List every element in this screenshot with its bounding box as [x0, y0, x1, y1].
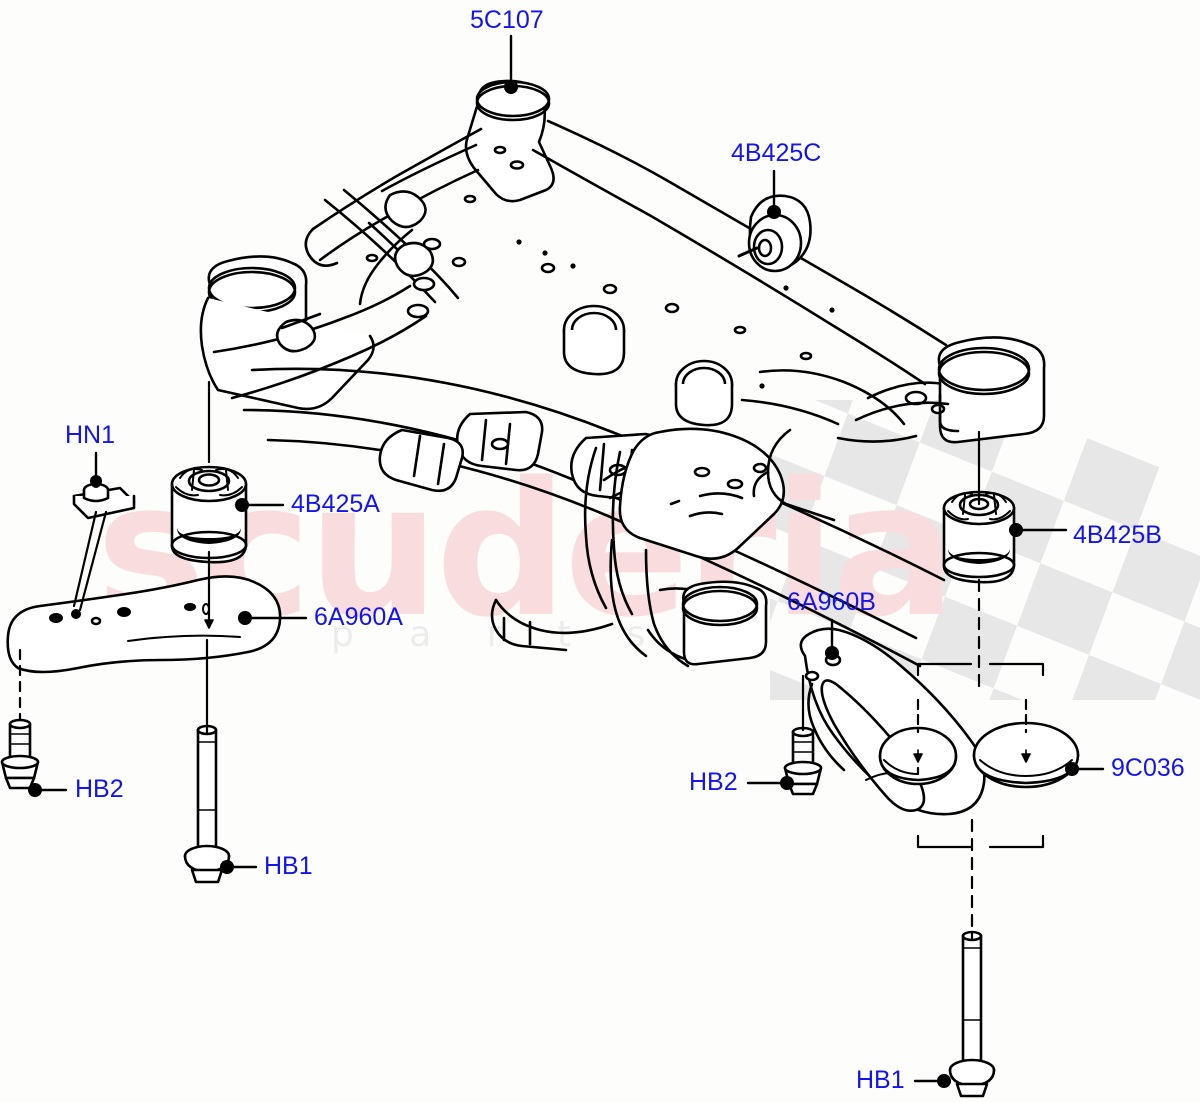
bolt-HB1-left	[183, 724, 231, 884]
callout-label-9C036[interactable]: 9C036	[1111, 754, 1185, 782]
bracket-6A960A	[6, 575, 282, 674]
callout-label-6A960A[interactable]: 6A960A	[314, 603, 403, 631]
callout-label-HN1[interactable]: HN1	[65, 421, 116, 449]
callout-label-4B425A[interactable]: 4B425A	[291, 490, 380, 518]
bush-4B425A	[170, 465, 248, 564]
callout-label-4B425B[interactable]: 4B425B	[1073, 521, 1162, 549]
callout-label-HB2-left[interactable]: HB2	[75, 775, 124, 803]
bolt-HB2-left	[0, 718, 40, 790]
bolt-HB1-right	[948, 930, 996, 1098]
callout-label-6A960B[interactable]: 6A960B	[787, 588, 876, 616]
subframe-body	[199, 79, 1046, 668]
callout-leaders	[28, 34, 1105, 1088]
callout-label-4B425C[interactable]: 4B425C	[731, 139, 822, 167]
assembly-centerlines	[18, 380, 1028, 940]
assembly-arrows	[204, 617, 1031, 763]
bracket-6A960B	[799, 627, 986, 816]
callout-label-5C107[interactable]: 5C107	[470, 6, 544, 34]
callout-label-HB2-right[interactable]: HB2	[689, 768, 738, 796]
bush-4B425B	[942, 490, 1016, 584]
callout-label-HB1-right[interactable]: HB1	[856, 1066, 905, 1094]
bush-4B425C	[737, 194, 812, 273]
clipnut-HN1	[71, 478, 136, 619]
reference-bracket	[916, 662, 1045, 849]
callout-label-HB1-left[interactable]: HB1	[264, 852, 313, 880]
